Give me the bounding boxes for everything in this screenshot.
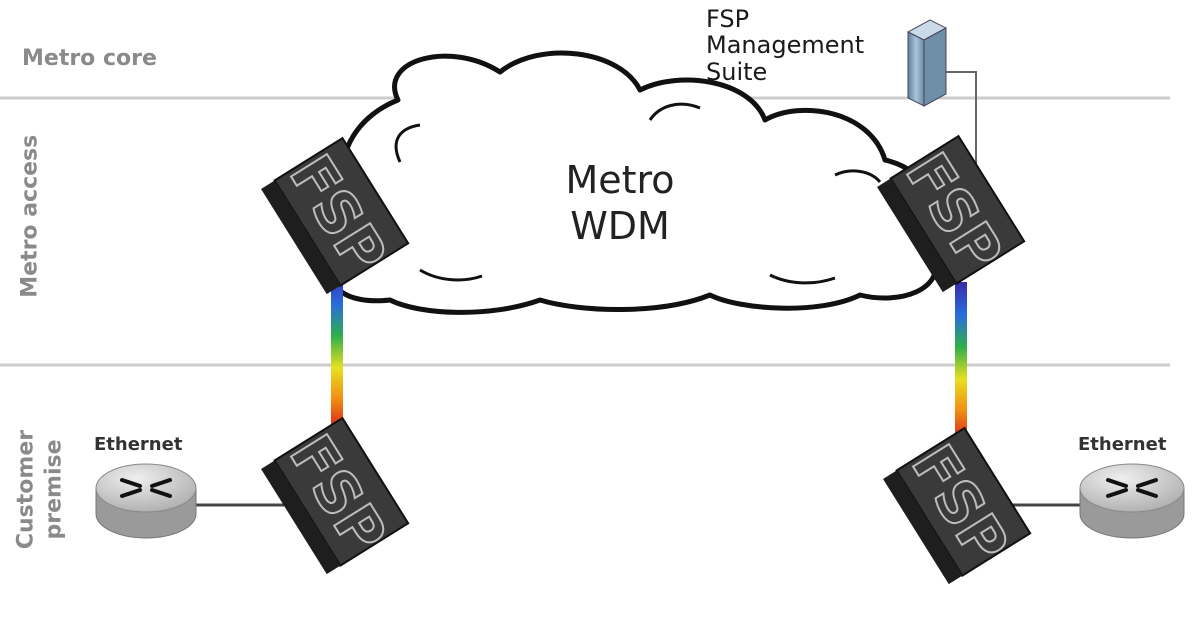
router-label-right: Ethernet: [1078, 434, 1167, 455]
wdm-link-left: [331, 272, 343, 432]
router-label-left: Ethernet: [94, 434, 183, 455]
fsp-device-premise-left: FSP: [261, 416, 410, 575]
management-suite-label: FSP Management Suite: [706, 5, 865, 86]
cloud-label-line1: Metro: [565, 158, 675, 202]
management-line3: Suite: [706, 57, 768, 86]
router-icon-left: [95, 463, 197, 539]
cloud-label-line2: WDM: [570, 203, 670, 248]
wdm-link-right: [955, 282, 967, 444]
cloud-label: Metro WDM: [520, 158, 720, 249]
server-icon: [906, 19, 948, 107]
management-link: [946, 71, 977, 170]
fsp-device-premise-right: FSP: [883, 426, 1032, 585]
metro-core-label: Metro core: [22, 46, 157, 71]
router-icon-right: [1079, 463, 1185, 539]
management-line2: Management: [706, 31, 865, 60]
management-line1: FSP: [706, 5, 750, 33]
